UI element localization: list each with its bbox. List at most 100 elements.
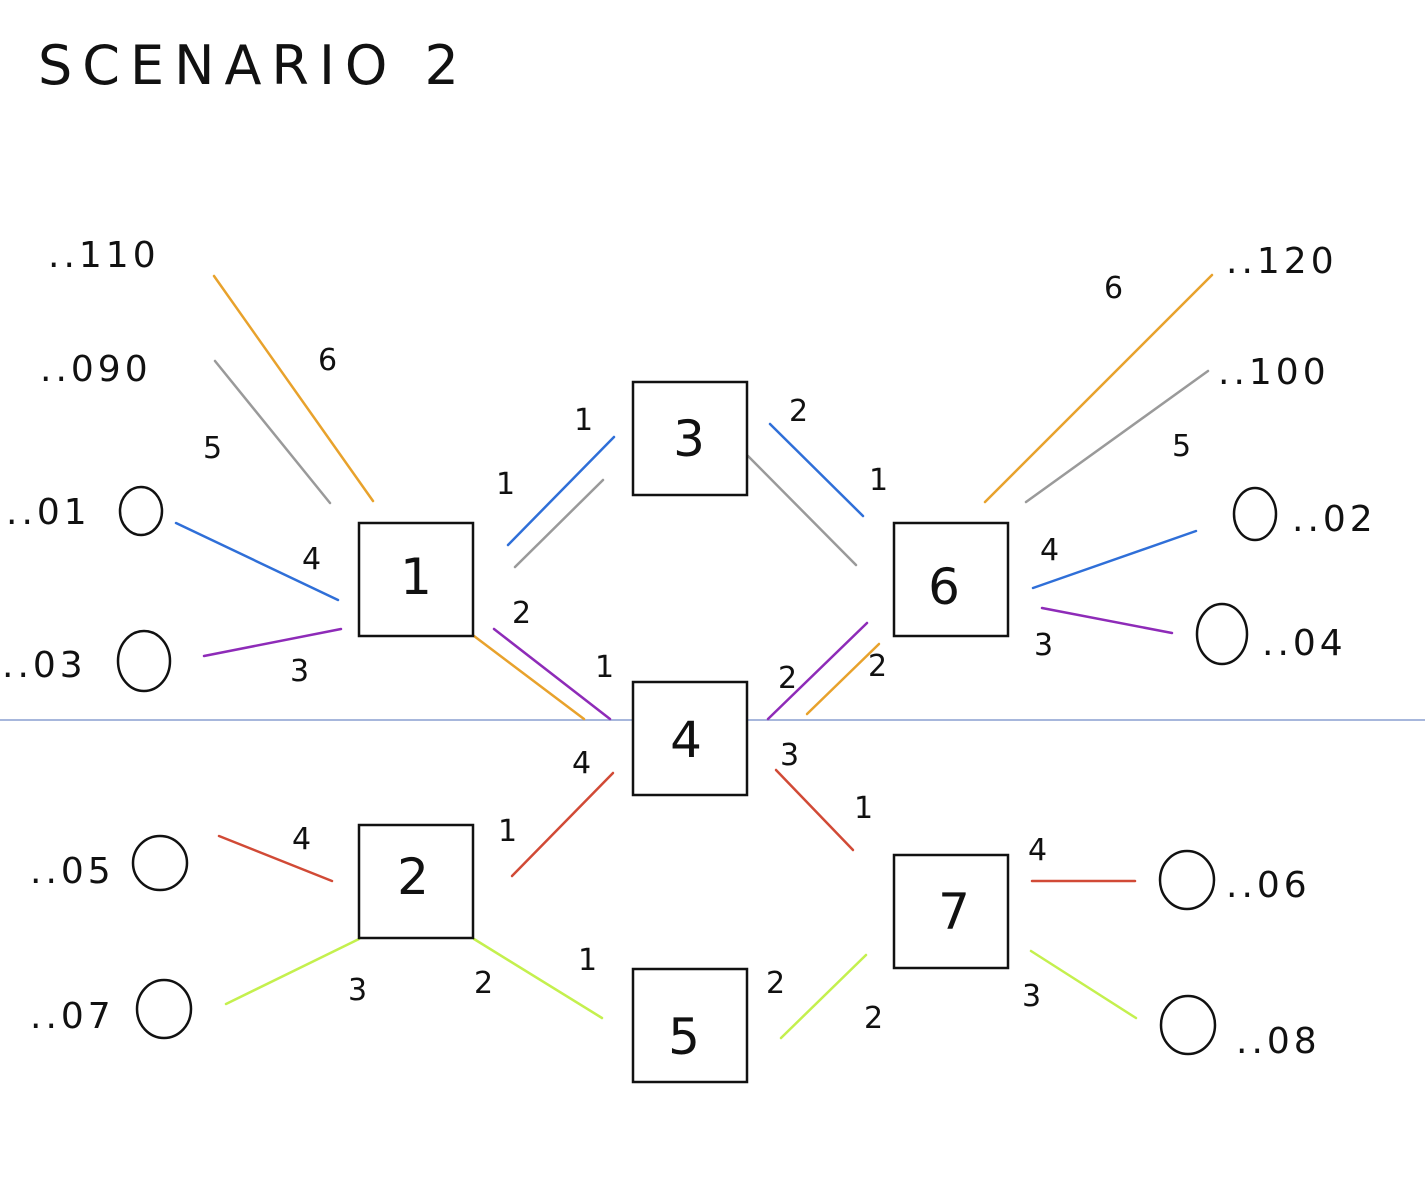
host-07-circle [135,978,193,1040]
link-s6-h120 [983,273,1214,504]
port-label: 6 [1104,271,1123,306]
port-label: 1 [574,403,593,438]
link-s6-h02 [1031,529,1198,590]
port-label: 1 [595,650,614,685]
host-06: ..06 [1158,849,1311,911]
switch-3: 3 [631,380,749,497]
port-label: 3 [348,973,367,1008]
link-s3-s6-gray [746,454,858,567]
port-label: 1 [578,943,597,978]
host-090: ..090 [40,349,152,390]
host-03: ..03 [2,629,172,693]
link-s6-h04 [1040,606,1174,635]
host-07: ..07 [30,978,193,1040]
host-05-circle [131,834,189,892]
port-label: 2 [864,1001,883,1036]
host-04-circle [1195,602,1249,666]
link-s4-s6-orange [805,642,881,716]
switch-1: 1 [357,521,475,638]
host-110-label: ..110 [48,235,160,276]
host-06-circle [1158,849,1216,911]
link-s1-s4-orange [472,634,586,721]
switch-2: 2 [357,823,475,940]
link-s1-h01 [174,521,340,602]
host-110: ..110 [48,235,160,276]
port-label: 3 [1022,979,1041,1014]
port-label: 4 [292,822,311,857]
link-s4-s2 [510,771,615,878]
host-090-label: ..090 [40,349,152,390]
link-s7-h08 [1029,949,1138,1020]
link-s2-h07 [224,937,361,1006]
port-label: 4 [302,542,321,577]
port-labels: 6 5 4 3 1 1 2 1 2 1 2 2 6 5 4 3 4 3 1 1 … [203,271,1191,1036]
port-label: 3 [290,654,309,689]
host-03-label: ..03 [2,645,87,686]
host-08-label: ..08 [1236,1021,1321,1062]
link-s1-h110 [212,274,375,503]
port-label: 4 [1028,833,1047,868]
diagram-title: SCENARIO 2 [38,34,469,97]
links [174,273,1214,1040]
switch-4-label: 4 [670,711,702,769]
switch-5: 5 [631,967,749,1084]
port-label: 5 [203,431,222,466]
host-120: ..120 [1226,241,1338,282]
host-05-label: ..05 [30,851,115,892]
port-label: 2 [789,394,808,429]
host-01-circle [118,485,164,537]
link-s1-s3-blue [506,435,616,547]
switch-7: 7 [892,853,1010,970]
port-label: 2 [766,966,785,1001]
port-label: 4 [572,746,591,781]
port-label: 6 [318,343,337,378]
host-02-circle [1232,486,1278,542]
port-label: 5 [1172,429,1191,464]
host-07-label: ..07 [30,996,115,1037]
switch-5-label: 5 [668,1008,700,1066]
host-100: ..100 [1218,352,1330,393]
port-label: 2 [512,596,531,631]
port-label: 2 [474,966,493,1001]
port-label: 2 [868,649,887,684]
host-08: ..08 [1159,994,1321,1062]
link-s1-h090 [213,359,332,505]
switch-7-label: 7 [938,883,970,941]
port-label: 1 [869,463,888,498]
link-s2-h05 [217,834,334,883]
link-s4-s7 [774,768,855,852]
link-s5-s7 [779,953,868,1040]
port-label: 3 [1034,628,1053,663]
link-s4-s6-purple [766,621,869,721]
host-03-circle [116,629,172,693]
switch-6: 6 [892,521,1010,638]
host-02: ..02 [1232,486,1377,542]
link-s1-h03 [202,627,343,658]
host-01: ..01 [6,485,164,537]
link-s3-s6-blue [768,422,865,518]
link-s1-s4-purple [492,627,612,721]
port-label: 1 [496,467,515,502]
port-label: 3 [780,738,799,773]
switch-6-label: 6 [928,558,960,616]
host-120-label: ..120 [1226,241,1338,282]
port-label: 4 [1040,533,1059,568]
port-label: 2 [778,661,797,696]
switches: 1 2 3 4 5 6 7 [357,380,1010,1084]
port-label: 1 [854,791,873,826]
port-label: 1 [498,814,517,849]
host-100-label: ..100 [1218,352,1330,393]
host-05: ..05 [30,834,189,892]
host-01-label: ..01 [6,492,91,533]
hosts: ..110 ..090 ..01 ..03 ..05 ..07 ..120 ..… [2,235,1377,1062]
link-s6-h100 [1024,369,1210,504]
host-04-label: ..04 [1262,623,1347,664]
switch-3-label: 3 [673,410,705,468]
switch-2-label: 2 [397,848,429,906]
host-08-circle [1159,994,1217,1056]
switch-1-label: 1 [400,548,432,606]
host-06-label: ..06 [1226,865,1311,906]
host-02-label: ..02 [1292,499,1377,540]
link-s1-s3-gray [513,478,605,569]
